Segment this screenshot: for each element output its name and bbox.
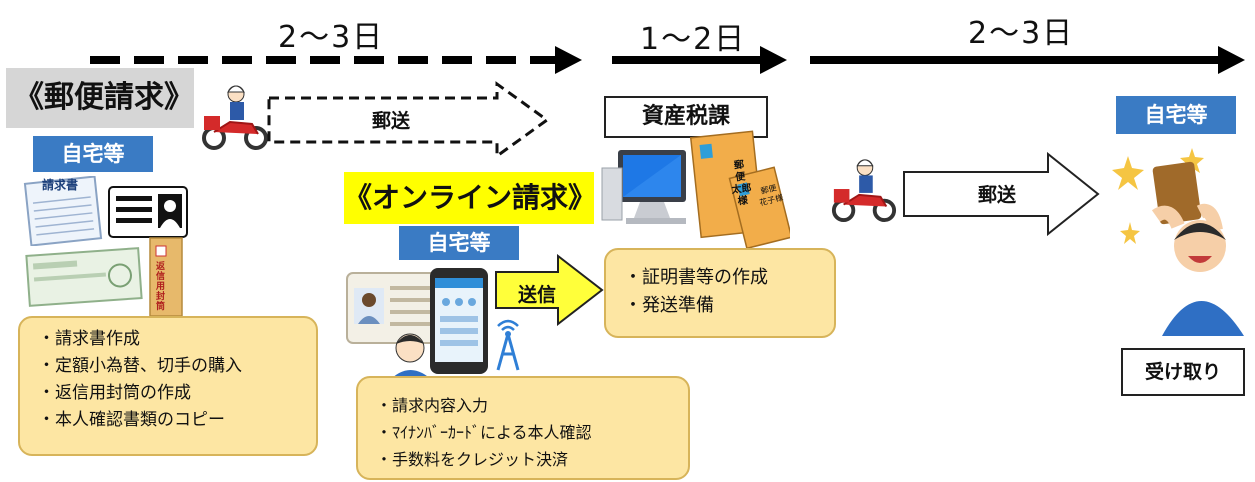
timeline [90, 46, 1245, 74]
duration-label-1: 2～3日 [278, 20, 385, 55]
postal-send-arrow [267, 81, 550, 159]
office-title: 資産税課 [604, 96, 768, 138]
smartphone-icon [430, 268, 488, 374]
online-task-1: ・請求内容入力 [376, 396, 489, 415]
timeline-arrowhead-3 [1218, 46, 1245, 74]
office-task-1: ・証明書等の作成 [624, 267, 768, 288]
id-card-icon [108, 186, 188, 238]
duration-label-2: 1～2日 [640, 22, 747, 57]
postal-home-label: 自宅等 [33, 136, 153, 172]
online-task-2: ・ﾏｲﾅﾝﾊﾞｰｶｰﾄﾞによる本人確認 [376, 423, 592, 442]
computer-icon [601, 150, 686, 224]
money-order-icon [25, 247, 143, 307]
online-send-label: 送信 [518, 284, 557, 306]
postal-task-3: ・返信用封筒の作成 [38, 383, 191, 403]
return-envelope-label: 返信用封筒 [156, 262, 166, 312]
antenna-icon [496, 319, 520, 371]
online-task-3: ・手数料をクレジット決済 [376, 450, 569, 469]
online-request-title: 《オンライン請求》 [344, 172, 596, 224]
delivery-scooter-icon [831, 159, 897, 223]
timeline-arrowhead-2 [760, 46, 787, 74]
postal-task-4: ・本人確認書類のコピー [38, 410, 225, 430]
delivery-send-arrow [903, 152, 1100, 236]
office-task-note: ・証明書等の作成 ・発送準備 [604, 248, 836, 338]
delivery-send-label: 郵送 [978, 184, 1017, 206]
postal-task-2: ・定額小為替、切手の購入 [38, 356, 242, 376]
postal-request-title: 《郵便請求》 [6, 68, 194, 128]
postman-scooter-icon [202, 85, 268, 150]
online-send-arrow [495, 254, 604, 326]
request-form-icon [23, 176, 103, 246]
office-task-2: ・発送準備 [624, 295, 714, 316]
duration-label-3: 2～3日 [968, 16, 1075, 51]
receive-label: 受け取り [1121, 348, 1245, 396]
timeline-arrowhead-1 [555, 46, 582, 74]
envelope-big-text: 郵 便 太郎 様 [731, 159, 753, 208]
postal-task-note: ・請求書作成 ・定額小為替、切手の購入 ・返信用封筒の作成 ・本人確認書類のコピ… [18, 316, 318, 456]
online-home-label: 自宅等 [399, 226, 519, 260]
delivery-home-label: 自宅等 [1116, 96, 1236, 134]
online-task-note: ・請求内容入力 ・ﾏｲﾅﾝﾊﾞｰｶｰﾄﾞによる本人確認 ・手数料をクレジット決済 [356, 376, 690, 480]
postal-task-1: ・請求書作成 [38, 329, 140, 349]
outgoing-envelopes-icon [690, 130, 790, 250]
mynumber-card-icon [346, 272, 456, 344]
request-form-label: 請求書 [42, 178, 79, 192]
postal-send-label: 郵送 [372, 110, 411, 132]
happy-recipient-icon [1112, 148, 1244, 336]
online-user-icon [388, 333, 434, 382]
